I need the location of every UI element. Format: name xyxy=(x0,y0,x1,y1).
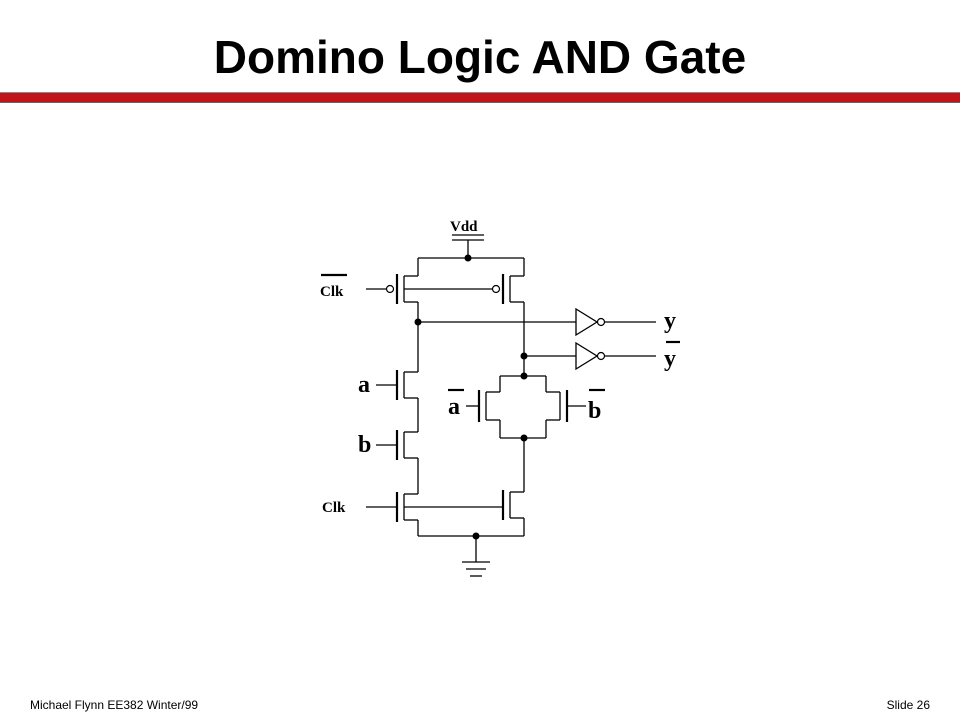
clk-top-label: Clk xyxy=(320,284,344,300)
input-a-bar-label: a xyxy=(448,394,460,420)
input-b-bar-label: b xyxy=(588,398,601,424)
precharge-pmos-left xyxy=(366,258,419,322)
foot-nmos-left xyxy=(395,480,419,536)
precharge-pmos-right xyxy=(404,258,525,356)
footer-slide-number: Slide 26 xyxy=(886,698,930,712)
clk-bottom-label: Clk xyxy=(322,500,346,516)
ground-icon xyxy=(462,536,490,577)
nmos-b xyxy=(376,430,419,480)
slide-title: Domino Logic AND Gate xyxy=(213,31,747,83)
vdd-label: Vdd xyxy=(450,219,478,235)
nmos-b-bar xyxy=(545,376,586,438)
title-divider xyxy=(0,92,960,103)
input-a-label: a xyxy=(358,372,370,398)
nmos-a-bar xyxy=(466,376,501,438)
foot-nmos-right xyxy=(501,490,525,536)
output-y-label: y xyxy=(664,308,676,334)
output-y-bar-label: y xyxy=(664,346,676,372)
nmos-a xyxy=(376,322,419,432)
footer-author: Michael Flynn EE382 Winter/99 xyxy=(30,698,199,712)
inverter-y-bar xyxy=(575,341,656,371)
inverter-y xyxy=(575,307,656,337)
input-b-label: b xyxy=(358,432,371,458)
